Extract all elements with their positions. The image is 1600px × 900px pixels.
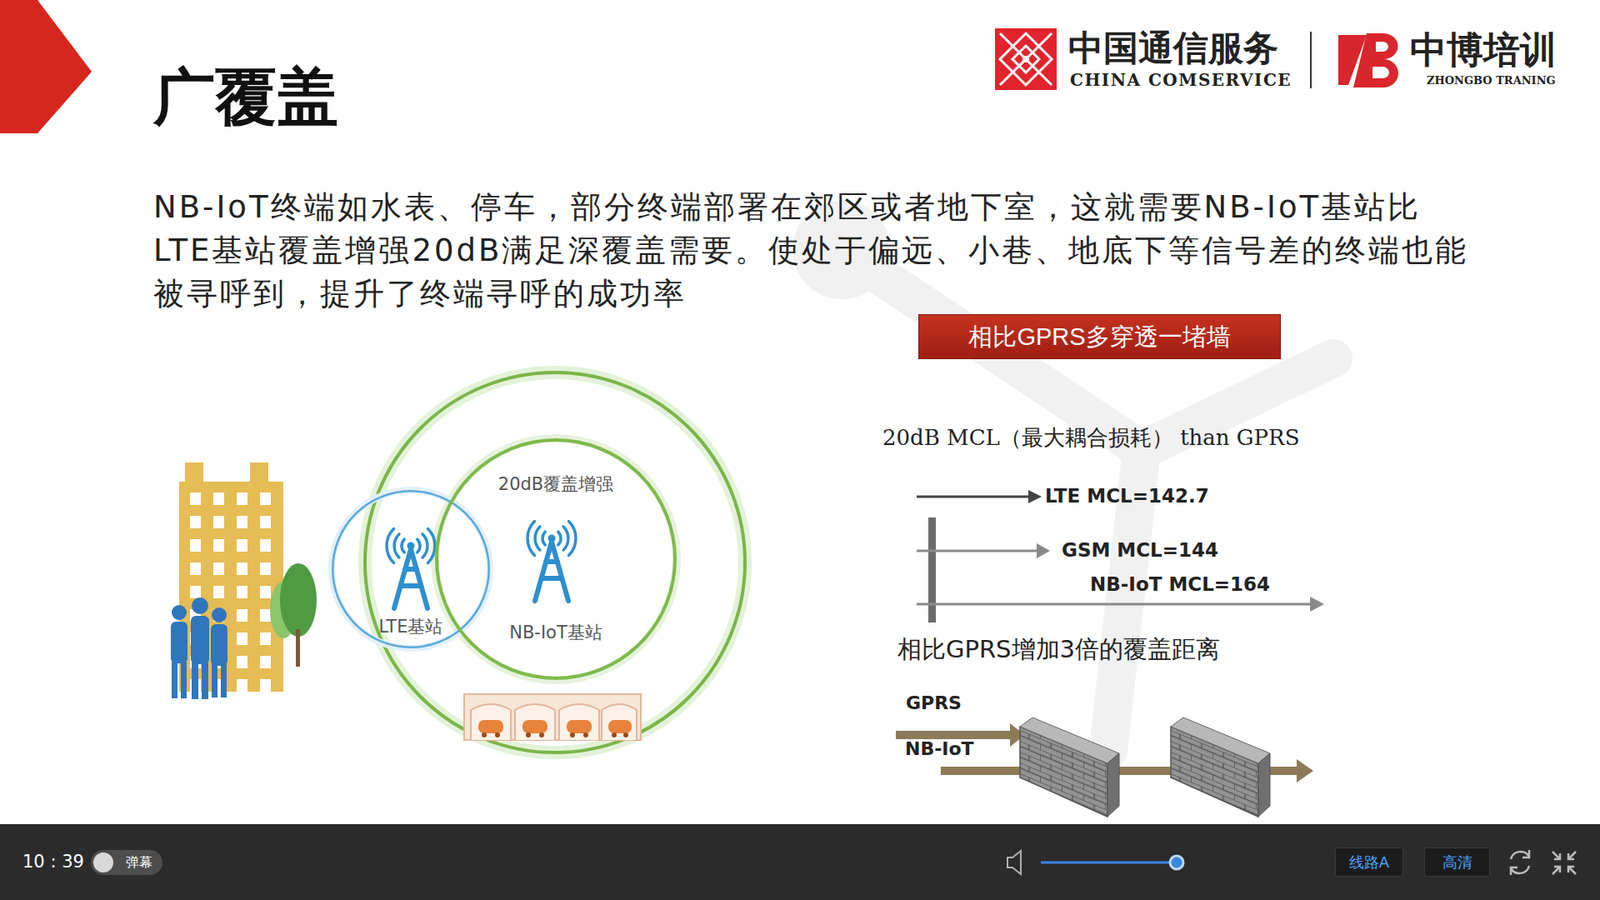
mcl-value: LTE MCL=142.7 — [1045, 485, 1210, 509]
refresh-icon — [1510, 850, 1530, 875]
box-label: 线路A — [1349, 853, 1390, 872]
company-name-en: CHINA COMSERVICE — [1070, 70, 1292, 90]
box-label: 相比GPRS多穿透一堵墙 — [968, 322, 1230, 352]
mcl-value: NB-IoT MCL=164 — [1090, 573, 1270, 597]
circle-outline-shape — [332, 490, 490, 648]
watermark — [811, 220, 1334, 750]
danmaku-toggle: 弹幕 — [90, 850, 163, 875]
coverage-circle: 20dB覆盖增强 NB-IoT基站 — [435, 438, 677, 680]
volume-slider — [1040, 861, 1177, 865]
building-illustration — [170, 462, 317, 700]
player-button: 高清 — [1424, 847, 1490, 877]
arrow-label: GPRS — [905, 692, 962, 715]
coverage-note: 相比GPRS增加3倍的覆盖距离 — [897, 635, 1220, 665]
brand-name: 中博培训 — [1410, 28, 1557, 73]
mcl-arrows — [916, 490, 1325, 623]
fullscreen-exit-icon — [1552, 851, 1576, 875]
volume-knob — [1170, 855, 1184, 870]
mcl-value: GSM MCL=144 — [1061, 539, 1219, 563]
zhongbo-logo — [1338, 33, 1399, 88]
company-name: 中国通信服务 — [1068, 27, 1279, 70]
lte-antenna — [386, 529, 435, 610]
corner-chevron — [0, 0, 92, 134]
nbiot-antenna — [527, 521, 576, 602]
circle-outline-shape — [436, 440, 675, 679]
playback-time: 10 : 39 — [22, 851, 85, 873]
garage — [464, 694, 641, 740]
box-label: 高清 — [1442, 853, 1473, 872]
player-button: 线路A — [1335, 847, 1404, 877]
callout-banner: 相比GPRS多穿透一堵墙 — [918, 314, 1281, 360]
player-bar — [0, 824, 1600, 900]
logo-separator — [1310, 31, 1312, 89]
box-label: 弹幕 — [125, 854, 153, 870]
arrow-label: NB-IoT — [905, 738, 975, 760]
slide-title: 广覆盖 — [153, 60, 339, 135]
comservice-logo — [995, 28, 1057, 90]
circle-label: NB-IoT基站 — [509, 622, 603, 644]
circle-label: LTE基站 — [379, 616, 444, 638]
mcl-heading: 20dB MCL（最大耦合损耗） than GPRS — [882, 425, 1300, 451]
brick-wall — [1020, 717, 1120, 817]
brick-wall — [1170, 717, 1270, 817]
toggle-knob — [93, 852, 114, 873]
coverage-rings — [331, 372, 745, 753]
coverage-circle: LTE基站 — [331, 490, 490, 649]
body-paragraph: NB-IoT终端如水表、停车，部分终端部署在郊区或者地下室，这就需要NB-IoT… — [153, 185, 1470, 316]
brand-name-en: ZHONGBO TRANING — [1426, 74, 1556, 88]
circle-label: 20dB覆盖增强 — [498, 474, 614, 495]
volume-icon — [1007, 850, 1021, 875]
